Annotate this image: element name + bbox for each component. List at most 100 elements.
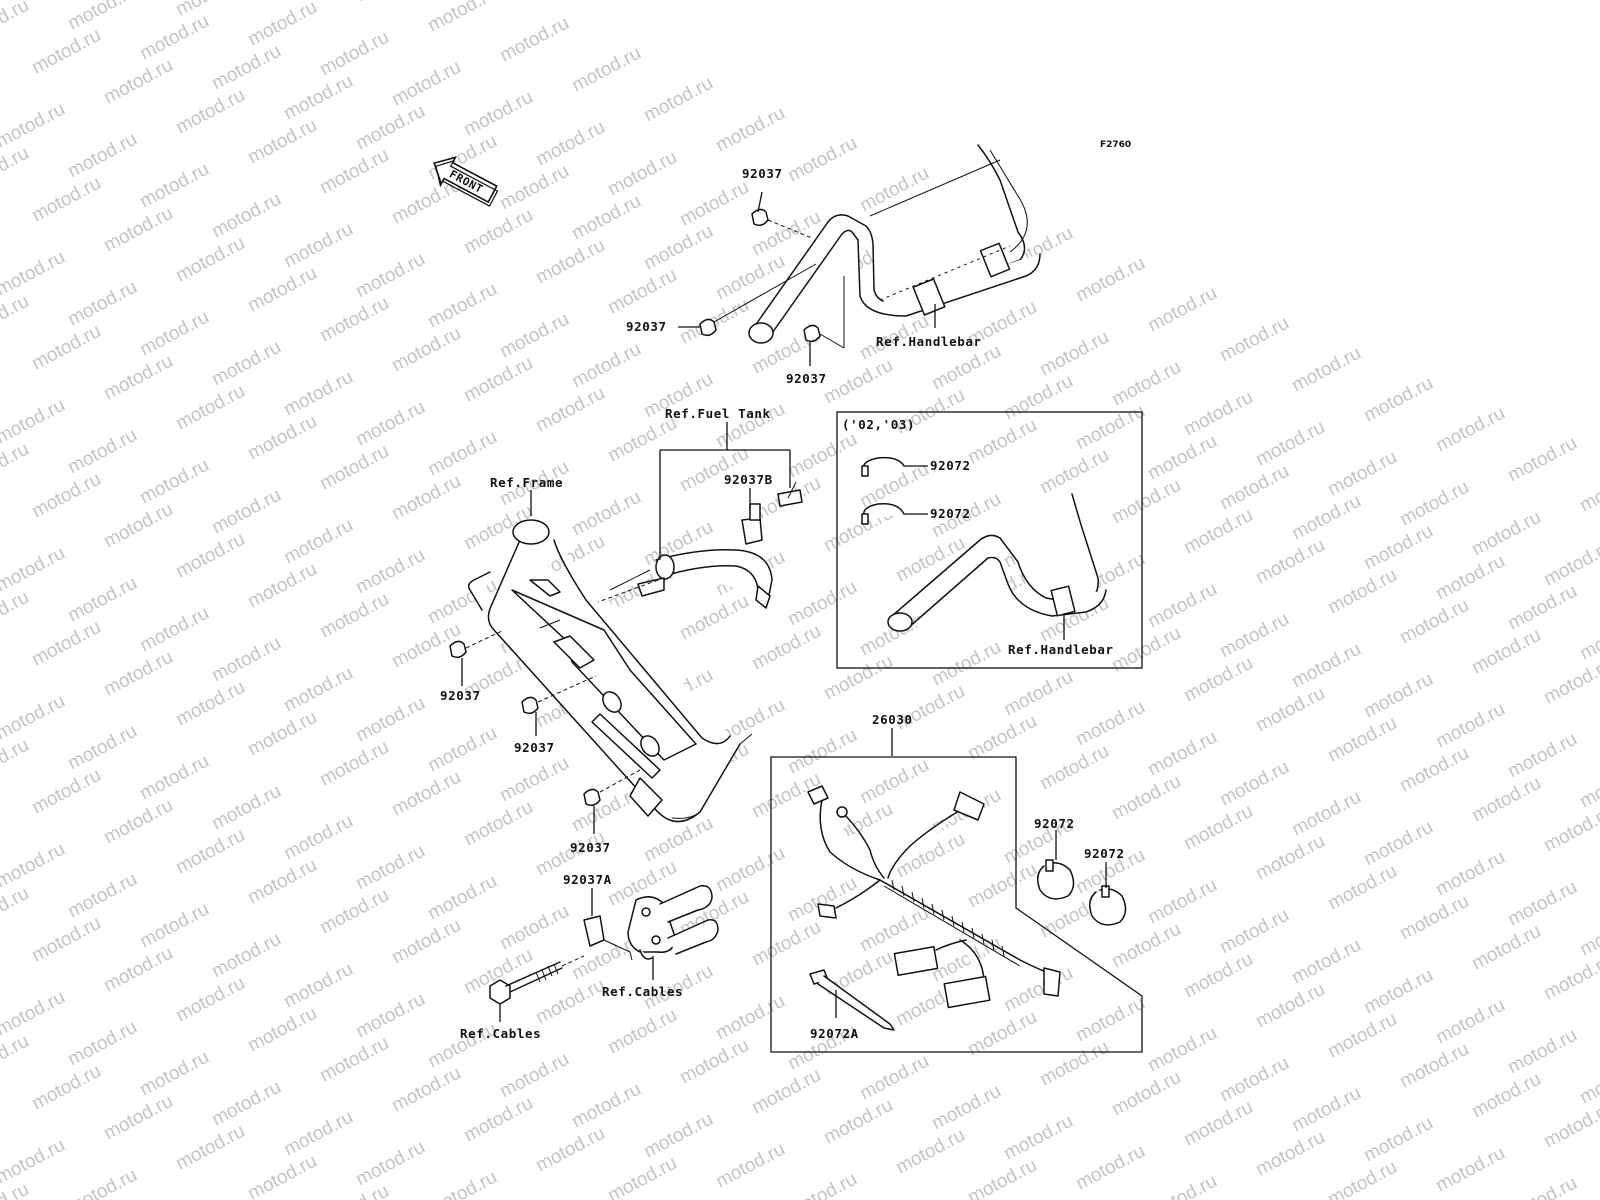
watermark-text: motod.ru [1324,713,1400,767]
watermark-text: motod.ru [1216,905,1292,959]
watermark-text: motod.ru [388,471,464,525]
watermark-text: motod.ru [1432,847,1508,901]
label-frame-clip2: 92037 [514,740,555,755]
watermark-text: motod.ru [28,617,104,671]
watermark-text: motod.ru [676,591,752,645]
watermark-text: motod.ru [1468,773,1544,827]
watermark-text: motod.ru [172,0,248,20]
fuel-tank-bracket-drawing [597,548,773,609]
watermark-text: motod.ru [532,117,608,171]
watermark-text: motod.ru [676,443,752,497]
watermark-text: motod.ru [1180,949,1256,1003]
watermark-text: motod.ru [784,133,860,187]
watermark-text: motod.ru [496,1049,572,1103]
watermark-text: motod.ru [676,1035,752,1089]
watermark-text: motod.ru [460,797,536,851]
label-frame-clip1: 92037 [440,688,481,703]
watermark-text: motod.ru [388,767,464,821]
watermark-text: motod.ru [64,869,140,923]
watermark-text: motod.ru [28,913,104,967]
watermark-text: motod.ru [1360,817,1436,871]
watermark-text: motod.ru [1144,1171,1220,1200]
watermark-text: motod.ru [1504,433,1580,487]
watermark-text: motod.ru [244,855,320,909]
watermark-text: motod.ru [1540,803,1600,857]
watermark-text: motod.ru [1180,387,1256,441]
watermark-text: motod.ru [568,1079,644,1133]
watermark-text: motod.ru [208,189,284,243]
watermark-text: motod.ru [1252,1127,1328,1181]
watermark-text: motod.ru [784,1169,860,1200]
watermark-text: motod.ru [1144,727,1220,781]
watermark-text: motod.ru [820,355,896,409]
band-92072a [809,969,895,1031]
label-band-right2: 92072 [1084,846,1125,861]
watermark-text: motod.ru [100,795,176,849]
watermark-text: motod.ru [1108,771,1184,825]
watermark-text: motod.ru [136,11,212,65]
watermark-text: motod.ru [280,811,356,865]
watermark-text: motod.ru [1576,1055,1600,1109]
watermark-text: motod.ru [1288,787,1364,841]
label-frame-clip3: 92037 [570,840,611,855]
watermark-text: motod.ru [1396,477,1472,531]
watermark-text: motod.ru [928,1081,1004,1135]
watermark-text: motod.ru [1072,697,1148,751]
watermark-text: motod.ru [1036,741,1112,795]
watermark-text: motod.ru [1288,935,1364,989]
watermark-text: motod.ru [136,159,212,213]
watermark-text: motod.ru [244,559,320,613]
watermark-text: motod.ru [784,577,860,631]
label-band-inset1: 92072 [930,458,971,473]
bolt-drawing [489,955,585,1005]
band-92072-right1 [1037,859,1075,900]
watermark-text: motod.ru [136,751,212,805]
watermark-text: motod.ru [1036,445,1112,499]
watermark-text: motod.ru [28,321,104,375]
watermark-text: motod.ru [1216,313,1292,367]
watermark-text: motod.ru [1216,1053,1292,1107]
watermark-text: motod.ru [1288,639,1364,693]
cable-bracket-drawing [627,885,719,960]
watermark-text: motod.ru [28,25,104,79]
watermark-text: motod.ru [1540,655,1600,709]
watermark-text: motod.ru [1324,1157,1400,1200]
watermark-text: motod.ru [64,129,140,183]
watermark-text: motod.ru [1180,653,1256,707]
watermark-text: motod.ru [352,545,428,599]
watermark-text: motod.ru [100,351,176,405]
watermark-text: motod.ru [208,485,284,539]
watermark-text: motod.ru [856,755,932,809]
watermark-text: motod.ru [1324,565,1400,619]
watermark-text: motod.ru [1468,507,1544,561]
watermark-text: motod.ru [244,411,320,465]
watermark-text: motod.ru [1432,995,1508,1049]
watermark-text: motod.ru [136,455,212,509]
watermark-text: motod.ru [1288,491,1364,545]
watermark-text: motod.ru [208,1077,284,1131]
watermark-text: motod.ru [28,469,104,523]
watermark-text: motod.ru [0,99,69,153]
watermark-text: motod.ru [280,1107,356,1161]
label-handlebar-inset: Ref.Handlebar [1008,642,1114,657]
watermark-text: motod.ru [1216,757,1292,811]
watermark-text: motod.ru [1216,609,1292,663]
watermark-text: motod.ru [100,1091,176,1145]
clip-92037a [583,915,633,961]
watermark-text: motod.ru [172,233,248,287]
handlebar-inset-drawing [887,493,1107,632]
watermark-text: motod.ru [1468,625,1544,679]
watermark-text: motod.ru [244,1151,320,1200]
watermark-text: motod.ru [1144,1023,1220,1077]
watermark-text: motod.ru [28,765,104,819]
watermark-text: motod.ru [712,103,788,157]
watermark-text: motod.ru [64,1017,140,1071]
watermark-text: motod.ru [604,265,680,319]
clip-92037-frame2 [521,675,597,736]
clip-92037-frame1 [449,629,505,686]
watermark-text: motod.ru [964,1155,1040,1200]
watermark-text: motod.ru [172,529,248,583]
watermark-text: motod.ru [244,115,320,169]
watermark-text: motod.ru [1324,861,1400,915]
